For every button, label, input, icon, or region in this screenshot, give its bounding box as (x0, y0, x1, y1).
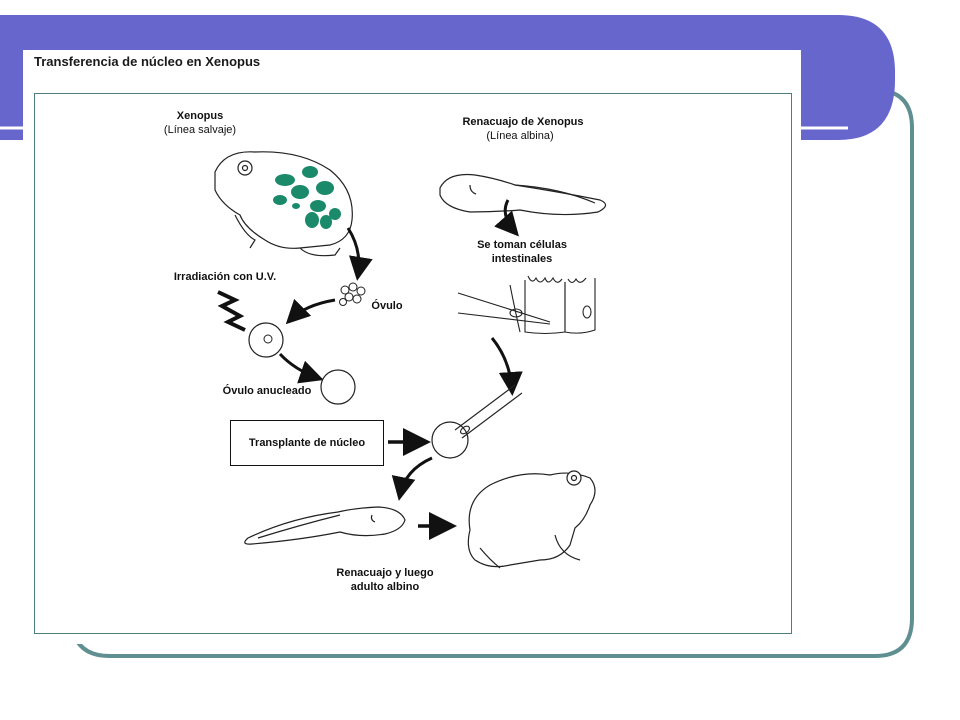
label-tadpole-line: (Línea albina) (486, 130, 554, 142)
nuclear-transplant-box: Transplante de núcleo (230, 420, 384, 466)
arrow-cells-to-egg (490, 337, 523, 396)
teal-frame-outline (70, 88, 914, 658)
albino-frog-illustration (467, 470, 596, 569)
label-cells-taken-2: intestinales (491, 253, 553, 265)
label-xenopus: Xenopus (176, 110, 224, 122)
arrow-to-enucleated (278, 352, 324, 384)
arrow-egg-to-tadpole (391, 456, 433, 501)
label-enucleated-ovum: Óvulo anucleado (222, 385, 312, 397)
ovum-cluster-illustration (339, 282, 366, 306)
label-cells-taken-1: Se toman células (477, 239, 567, 251)
label-ovum: Óvulo (371, 300, 403, 312)
arrow-ovum-to-egg (285, 298, 336, 325)
irradiated-egg (248, 322, 284, 358)
arrow-tadpole-to-cells (494, 199, 519, 237)
label-xenopus-line: (Línea salvaje) (163, 124, 237, 136)
result-tadpole-illustration (244, 506, 406, 545)
label-irradiation: Irradiación con U.V. (173, 271, 277, 283)
egg-nucleus (263, 334, 273, 344)
albino-tadpole-illustration (439, 173, 607, 216)
figure-title: Transferencia de núcleo en Xenopus (34, 54, 261, 69)
intestinal-cells-illustration (457, 275, 596, 335)
diagram-frame (34, 93, 792, 634)
recipient-egg (431, 421, 469, 459)
figure-panel (23, 50, 801, 644)
uv-zigzag (217, 290, 246, 332)
enucleated-egg (320, 369, 356, 405)
label-result-2: adulto albino (350, 581, 420, 593)
arrow-frog-to-ovum (346, 227, 373, 281)
transplant-pipette (454, 384, 523, 439)
wild-frog-illustration (214, 151, 353, 257)
label-result-1: Renacuajo y luego (336, 567, 434, 579)
label-tadpole-source: Renacuajo de Xenopus (462, 116, 584, 128)
